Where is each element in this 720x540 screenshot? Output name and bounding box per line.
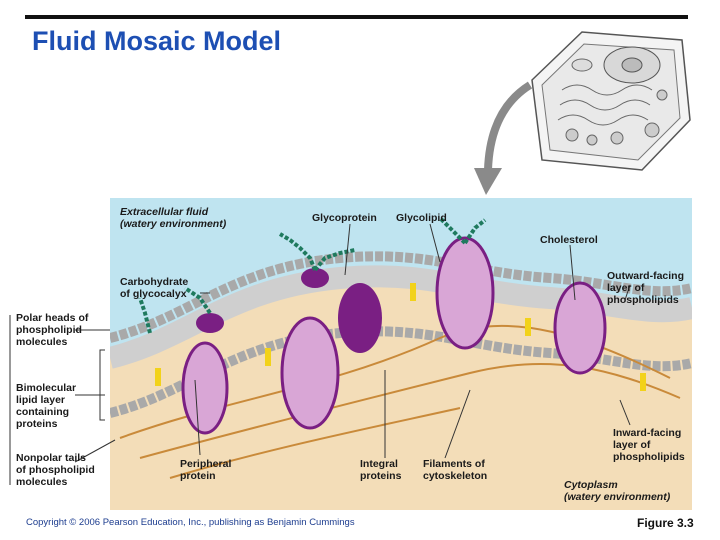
zoom-arrow [474, 81, 533, 195]
figure-number: Figure 3.3 [637, 516, 694, 530]
label-extracellular: Extracellular fluid(watery environment) [120, 206, 227, 230]
cell-illustration [531, 31, 691, 171]
copyright-notice: Copyright © 2006 Pearson Education, Inc.… [26, 517, 355, 528]
label-cytoplasm: Cytoplasm(watery environment) [564, 479, 671, 503]
label-glycolipid: Glycolipid [396, 212, 447, 224]
membrane-diagram [110, 198, 692, 510]
page-title: Fluid Mosaic Model [32, 26, 282, 56]
label-glycoprotein: Glycoprotein [312, 212, 377, 224]
label-cholesterol: Cholesterol [540, 234, 598, 246]
title-rule [25, 15, 688, 19]
